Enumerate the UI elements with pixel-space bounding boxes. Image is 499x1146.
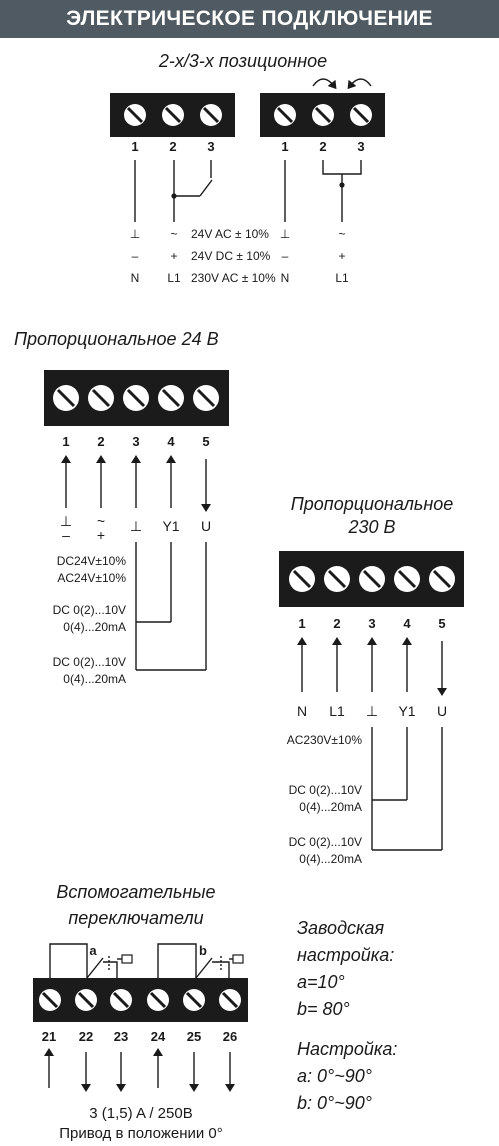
setting-range-b: b: 0°~90° [297, 1093, 372, 1113]
symbol-ground: ⊥ [130, 227, 140, 241]
section2-terminal-block [44, 370, 229, 426]
section3-terminal-block [279, 551, 464, 607]
symbol-line: L1 [335, 271, 349, 285]
terminal-number: 2 [169, 139, 176, 154]
signal-label: 0(4)...20mA [63, 620, 126, 634]
terminal-number: 2 [319, 139, 326, 154]
symbol-ac: ~ [97, 513, 105, 529]
terminal-number: 23 [114, 1029, 128, 1044]
symbol-neutral: N [297, 703, 307, 719]
symbol-plus: + [97, 527, 105, 543]
section2-title: Пропорциональное 24 В [14, 329, 219, 349]
section1-wiring [134, 160, 362, 222]
setting-range-a: a: 0°~90° [297, 1066, 372, 1086]
switch-b-label: b [199, 943, 207, 958]
section3-title: Пропорциональное [291, 494, 454, 514]
header-title: ЭЛЕКТРИЧЕСКОЕ ПОДКЛЮЧЕНИЕ [66, 7, 433, 30]
terminal-number: 3 [368, 616, 375, 631]
section4-terminal-block [33, 978, 248, 1022]
supply-ac-label: AC24V±10% [57, 571, 126, 585]
symbol-ac: ~ [338, 227, 345, 241]
terminal-number: 3 [357, 139, 364, 154]
symbol-line: L1 [167, 271, 181, 285]
rotation-arrow-cw-icon [312, 78, 337, 90]
section4-arrows [44, 1048, 235, 1092]
signal-label: DC 0(2)...10V [53, 603, 126, 617]
terminal-number: 5 [202, 434, 209, 449]
signal-label: 0(4)...20mA [63, 672, 126, 686]
terminal-number: 5 [438, 616, 445, 631]
section4-title: переключатели [68, 908, 203, 928]
header-bar [0, 0, 499, 38]
section1-right-block [260, 93, 385, 137]
terminal-number: 24 [151, 1029, 166, 1044]
switch-a-label: a [89, 943, 97, 958]
symbol-line: L1 [329, 703, 345, 719]
symbol-minus: – [62, 527, 70, 543]
symbol-ground: ⊥ [60, 513, 72, 529]
symbol-ground: ⊥ [366, 703, 378, 719]
factory-setting-b: b= 80° [297, 999, 350, 1019]
symbol-plus: + [170, 249, 177, 263]
symbol-minus: – [282, 249, 289, 263]
terminal-number: 2 [333, 616, 340, 631]
terminal-number: 2 [97, 434, 104, 449]
aux-switch-a-wiring [49, 943, 133, 979]
supply-ac230-label: AC230V±10% [287, 733, 363, 747]
terminal-number: 4 [403, 616, 411, 631]
terminal-number: 25 [187, 1029, 201, 1044]
terminal-number: 1 [281, 139, 288, 154]
symbol-ground: ⊥ [130, 518, 142, 534]
rotation-arrow-ccw-icon [347, 78, 372, 90]
section1-left-block [110, 93, 235, 137]
signal-label: DC 0(2)...10V [53, 655, 126, 669]
symbol-minus: – [132, 249, 139, 263]
voltage-label: 230V AC ± 10% [191, 271, 276, 285]
section1-title: 2-х/3-х позиционное [158, 51, 327, 71]
symbol-ac: ~ [170, 227, 177, 241]
symbol-ground: ⊥ [280, 227, 290, 241]
signal-label: DC 0(2)...10V [289, 783, 362, 797]
terminal-number: 3 [207, 139, 214, 154]
terminal-number: 22 [79, 1029, 93, 1044]
symbol-plus: + [338, 249, 345, 263]
terminal-number: 1 [298, 616, 305, 631]
setting-range-title: Настройка: [297, 1039, 397, 1059]
symbol-u: U [437, 703, 447, 719]
signal-label: 0(4)...20mA [299, 800, 362, 814]
symbol-u: U [201, 518, 211, 534]
supply-dc-label: DC24V±10% [57, 554, 127, 568]
voltage-label: 24V AC ± 10% [191, 227, 269, 241]
terminal-number: 3 [132, 434, 139, 449]
signal-label: 0(4)...20mA [299, 852, 362, 866]
terminal-number: 1 [131, 139, 138, 154]
factory-setting-text: настройка: [297, 945, 394, 965]
symbol-y1: Y1 [398, 703, 415, 719]
signal-label: DC 0(2)...10V [289, 835, 362, 849]
aux-switch-b-wiring [157, 943, 244, 979]
section3-wiring [371, 727, 443, 851]
section2-wiring [135, 542, 207, 671]
section3-arrows [297, 637, 447, 696]
section2-arrows [61, 455, 211, 512]
terminal-number: 1 [62, 434, 69, 449]
section3-title: 230 В [347, 517, 395, 537]
section4-title: Вспомогательные [56, 882, 215, 902]
factory-setting-a: a=10° [297, 972, 345, 992]
voltage-label: 24V DC ± 10% [191, 249, 271, 263]
symbol-y1: Y1 [162, 518, 179, 534]
symbol-neutral: N [131, 271, 140, 285]
factory-setting-text: Заводская [297, 918, 385, 938]
symbol-neutral: N [281, 271, 290, 285]
terminal-number: 26 [223, 1029, 237, 1044]
terminal-number: 4 [167, 434, 175, 449]
actuator-position-note: Привод в положении 0° [59, 1125, 223, 1142]
contact-rating: 3 (1,5) A / 250B [89, 1105, 192, 1122]
terminal-number: 21 [42, 1029, 56, 1044]
